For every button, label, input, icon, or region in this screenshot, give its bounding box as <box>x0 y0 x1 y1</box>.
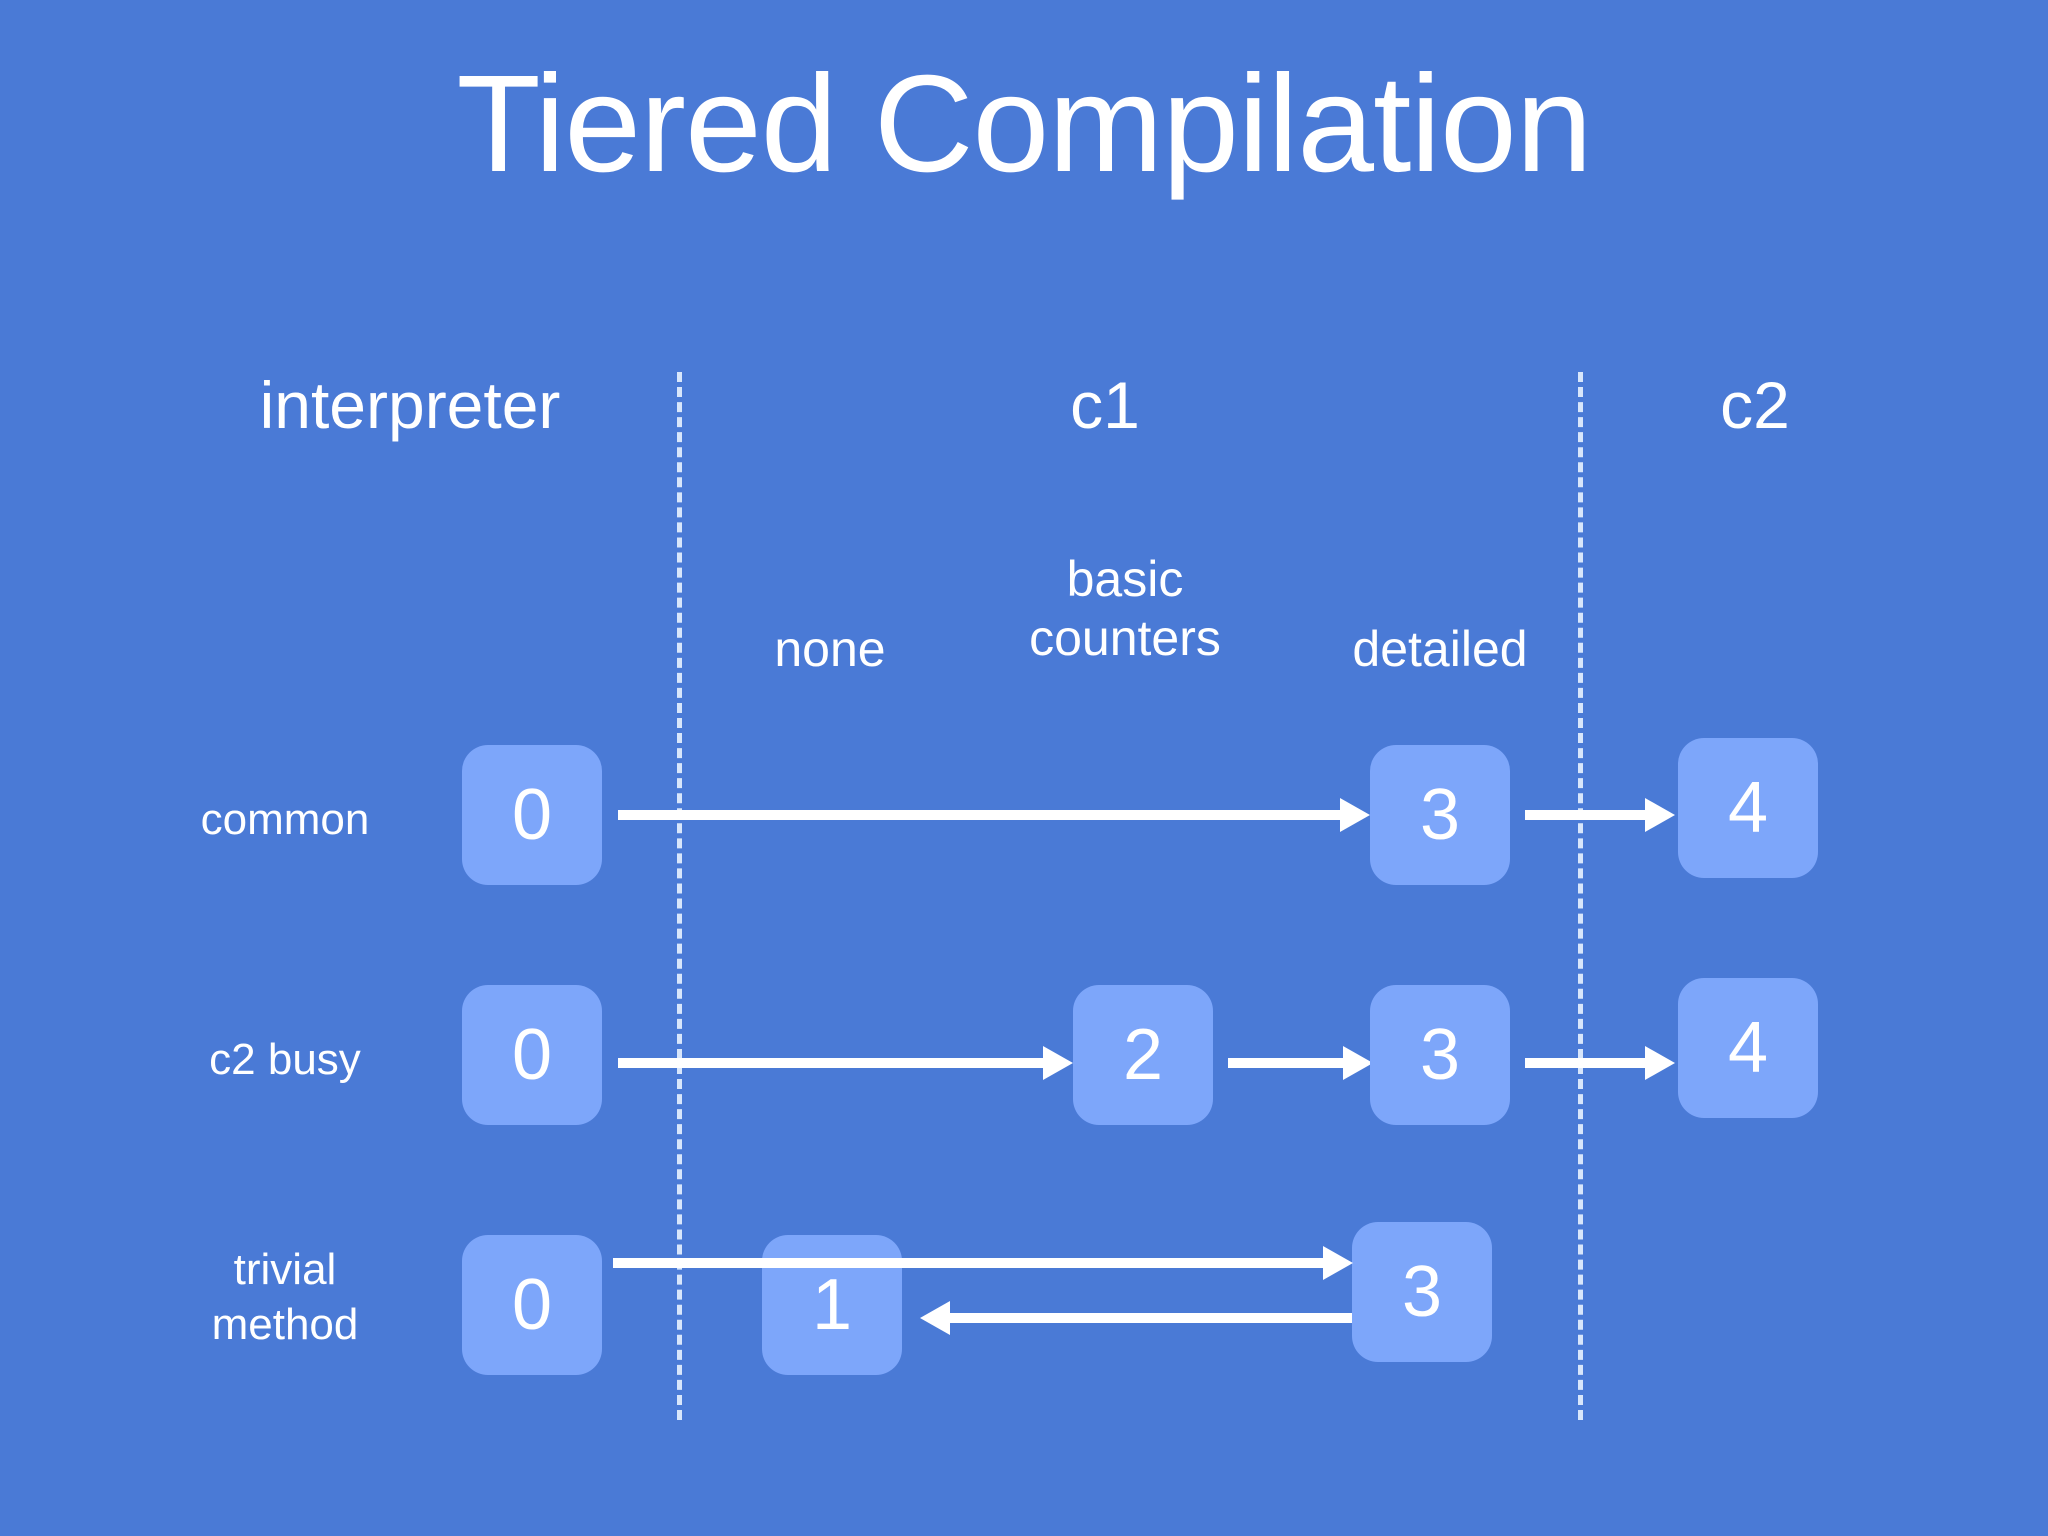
level-box-trivial-method-0[interactable]: 0 <box>462 1235 602 1375</box>
profile-header-none: none <box>690 620 970 679</box>
tier-header-c2: c2 <box>1720 368 1790 442</box>
row-label-trivial-method: trivial method <box>110 1242 460 1352</box>
profile-header-basic-counters: basic counters <box>975 550 1275 668</box>
level-box-c2-busy-0[interactable]: 0 <box>462 985 602 1125</box>
level-box-c2-busy-4[interactable]: 4 <box>1678 978 1818 1118</box>
page-title: Tiered Compilation <box>456 47 1592 201</box>
arrow-shaft <box>618 810 1340 820</box>
profile-header-basic-counters-line2: counters <box>1029 610 1221 666</box>
tier-divider-c1-c2 <box>1578 372 1583 1420</box>
arrow-head <box>1343 1046 1373 1080</box>
profile-header-none-label: none <box>774 621 886 677</box>
profile-header-detailed-label: detailed <box>1352 621 1528 677</box>
arrow-shaft <box>950 1313 1352 1323</box>
row-label-common-line1: common <box>200 795 370 844</box>
level-box-c2-busy-2[interactable]: 2 <box>1073 985 1213 1125</box>
arrow-head <box>1340 798 1370 832</box>
tier-header-interpreter: interpreter <box>259 368 561 442</box>
level-box-common-0[interactable]: 0 <box>462 745 602 885</box>
arrow-shaft <box>618 1058 1043 1068</box>
level-box-c2-busy-3[interactable]: 3 <box>1370 985 1510 1125</box>
arrow-head <box>1043 1046 1073 1080</box>
arrow-head <box>1323 1246 1353 1280</box>
arrow-shaft <box>613 1258 1323 1268</box>
row-label-c2-busy-line1: c2 busy <box>209 1035 361 1084</box>
arrow-shaft <box>1525 810 1645 820</box>
arrow-head <box>920 1301 950 1335</box>
row-label-c2-busy: c2 busy <box>110 1032 460 1087</box>
profile-header-basic-counters-line1: basic <box>1066 551 1184 607</box>
row-label-trivial-method-line2: method <box>211 1300 359 1349</box>
tier-header-c1: c1 <box>1070 368 1140 442</box>
level-box-common-3[interactable]: 3 <box>1370 745 1510 885</box>
arrow-head <box>1645 798 1675 832</box>
arrow-head <box>1645 1046 1675 1080</box>
level-box-common-4[interactable]: 4 <box>1678 738 1818 878</box>
row-label-common: common <box>110 792 460 847</box>
tier-divider-interpreter-c1 <box>677 372 682 1420</box>
arrow-shaft <box>1228 1058 1343 1068</box>
level-box-trivial-method-3[interactable]: 3 <box>1352 1222 1492 1362</box>
level-box-trivial-method-1[interactable]: 1 <box>762 1235 902 1375</box>
arrow-shaft <box>1525 1058 1645 1068</box>
row-label-trivial-method-line1: trivial <box>233 1245 337 1294</box>
profile-header-detailed: detailed <box>1300 620 1580 679</box>
